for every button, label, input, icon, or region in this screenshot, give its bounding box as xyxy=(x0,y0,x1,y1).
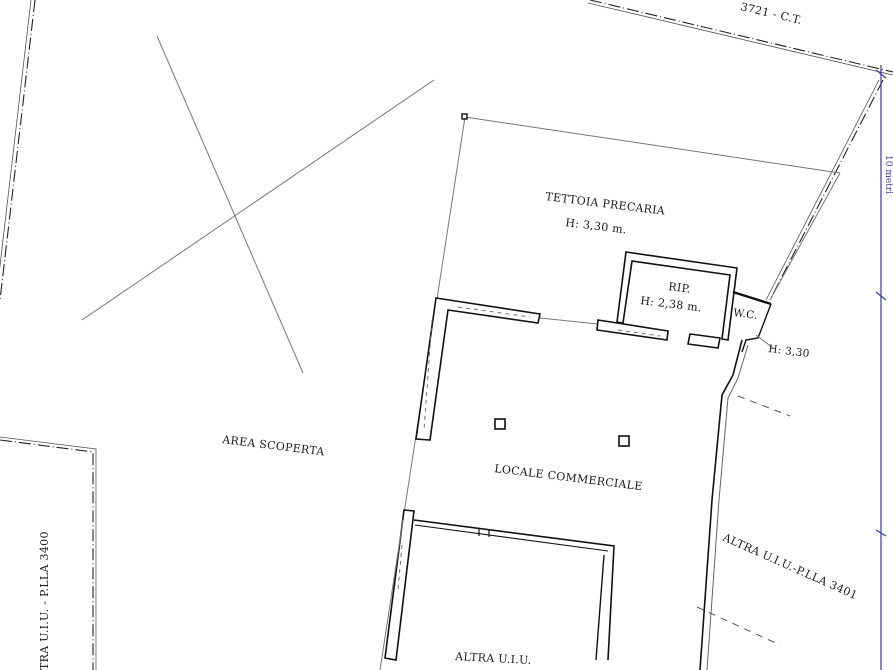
label-area-scoperta: AREA SCOPERTA xyxy=(221,433,326,459)
walls-altra-uiu xyxy=(379,509,615,670)
walls-locale xyxy=(415,297,749,670)
hidden-lines xyxy=(696,395,791,646)
label-top-parcel: 3721 - C.T. xyxy=(739,0,803,27)
label-rip: RIP. xyxy=(668,280,692,296)
column xyxy=(494,418,506,430)
label-rip-height: H: 2,38 m. xyxy=(640,294,703,314)
label-altra-uiu: ALTRA U.I.U. xyxy=(454,650,532,667)
label-altra-uiu-3400: TRA U.I.U. - P.LLA 3400 xyxy=(38,531,51,670)
column xyxy=(618,435,630,447)
label-tettoia-height: H: 3,30 m. xyxy=(565,216,628,236)
label-altra-uiu-3401: ALTRA U.I.U.-P.LLA 3401 xyxy=(720,530,860,602)
dimension-line[interactable]: 10 metri xyxy=(875,65,893,670)
label-tettoia: TETTOIA PRECARIA xyxy=(545,190,667,218)
corner-post xyxy=(461,113,468,120)
label-wc: W.C. xyxy=(733,307,759,322)
dimension-label: 10 metri xyxy=(883,155,893,194)
wc-room xyxy=(732,290,774,353)
label-locale-commerciale: LOCALE COMMERCIALE xyxy=(494,462,644,493)
cross-lines xyxy=(81,35,435,374)
label-wc-height: H: 3,30 xyxy=(768,343,811,360)
